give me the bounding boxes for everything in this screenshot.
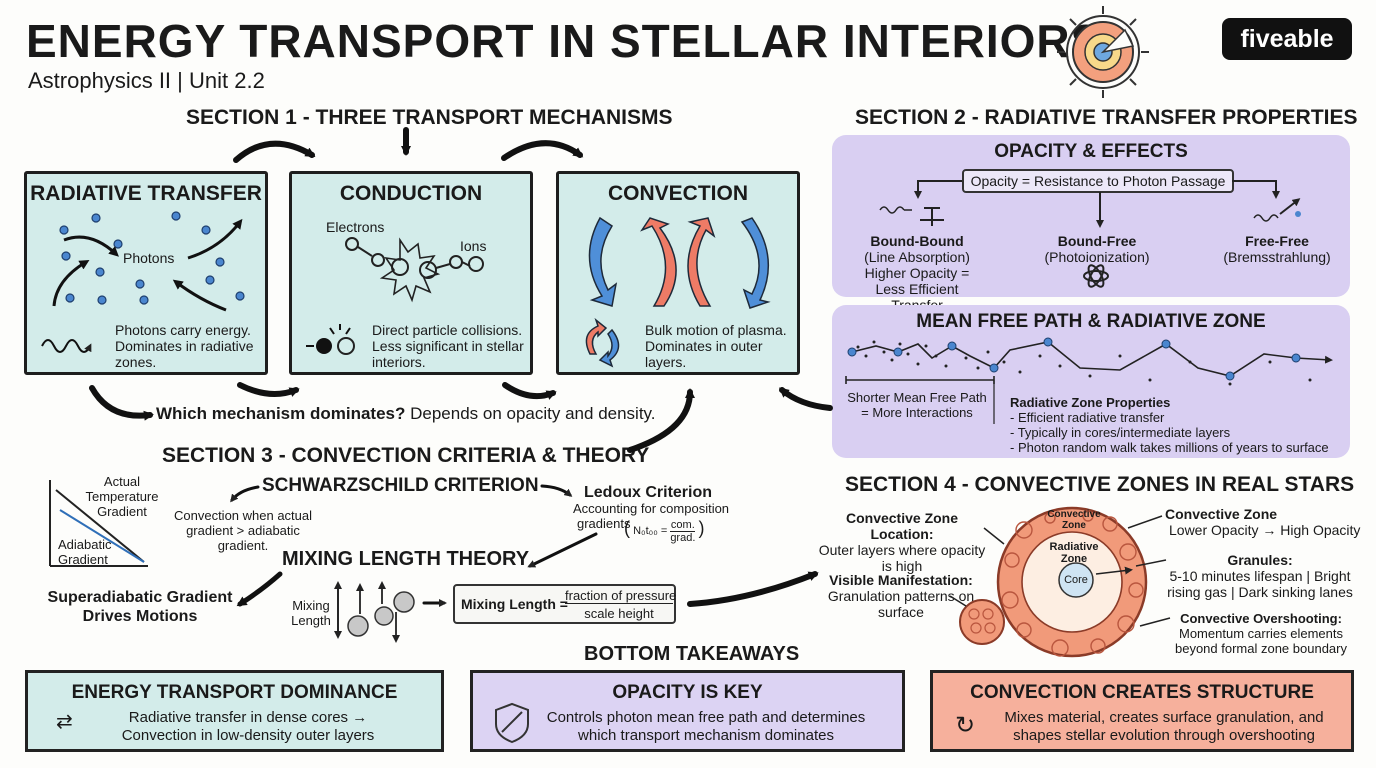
section3-heading: SECTION 3 - CONVECTION CRITERIA & THEORY (162, 444, 650, 467)
cz-right-title: Convective Zone (1165, 506, 1278, 522)
arrow-bottom-1 (237, 382, 300, 397)
tk2-line1: Controls photon mean free path and deter… (546, 709, 866, 726)
takeaway-energy-transport: ENERGY TRANSPORT DOMINANCE ⇄ Radiative t… (25, 670, 444, 752)
star-core-label: Core (1064, 574, 1088, 586)
granules-desc-2: rising gas | Dark sinking lanes (1167, 584, 1353, 600)
cz-lower-opacity: Lower Opacity (1169, 522, 1259, 538)
tk1-line2: Convection in low-density outer layers (121, 727, 375, 744)
mean-free-path-panel: MEAN FREE PATH & RADIATIVE ZONE Shorter … (832, 305, 1350, 458)
conduction-card: CONDUCTION Electrons Ions Direct particl… (289, 171, 533, 375)
shorter-mfp-2: = More Interactions (861, 405, 973, 420)
ledoux-criterion: Ledoux Criterion (584, 484, 713, 501)
radiative-transfer-card: RADIATIVE TRANSFER Photons Photons carry… (24, 171, 268, 375)
tk1-line1: Radiative transfer in dense cores → (128, 709, 368, 726)
tk1-title: ENERGY TRANSPORT DOMINANCE (71, 682, 398, 703)
section1-heading: SECTION 1 - THREE TRANSPORT MECHANISMS (186, 106, 673, 129)
ledoux-desc-2: gradients (577, 516, 631, 531)
bound-bound-sub: (Line Absorption) (864, 249, 970, 265)
opacity-definition: Opacity = Resistance to Photon Passage (962, 169, 1234, 193)
mixing-length-theory: MIXING LENGTH THEORY (282, 548, 530, 570)
mixing-length-label: Mixing Length (291, 598, 331, 628)
overshooting-desc-2: beyond formal zone boundary (1174, 641, 1347, 656)
arrow-question (89, 385, 154, 421)
graph-adiabatic-label: Adiabatic Gradient (58, 537, 112, 567)
shuffle-icon: ⇄ (56, 711, 73, 733)
convection-title: CONVECTION (607, 182, 748, 205)
mfp-title: MEAN FREE PATH & RADIATIVE ZONE (916, 311, 1266, 332)
tk2-line2: which transport mechanism dominates (578, 727, 834, 744)
shorter-mfp-1: Shorter Mean Free Path (847, 390, 987, 405)
granules-desc-1: 5-10 minutes lifespan | Bright (1169, 568, 1351, 584)
visible-desc: Granulation patterns on surface (827, 588, 975, 620)
arrow-mfp-to-conv (778, 387, 833, 411)
rz-prop-2: - Typically in cores/intermediate layers (1010, 425, 1231, 440)
bound-bound-title: Bound-Bound (870, 233, 964, 249)
arrow-mlt-to-sec4 (687, 571, 819, 607)
bb-note-1: Higher Opacity = (864, 265, 970, 281)
overshooting-desc-1: Momentum carries elements (1179, 626, 1343, 641)
conduction-title: CONDUCTION (339, 182, 483, 205)
mechanism-question: Which mechanism dominates? Depends on op… (156, 404, 656, 423)
granules-title: Granules: (1227, 552, 1293, 568)
takeaway-opacity: OPACITY IS KEY Controls photon mean free… (470, 670, 905, 752)
star-ring-label: Convective Zone (1047, 509, 1101, 531)
superadiabatic-2: Drives Motions (82, 608, 198, 625)
conduction-desc: Direct particle collisions. Less signifi… (372, 322, 524, 370)
arrow-bottom-2 (502, 382, 557, 400)
tk3-title: CONVECTION CREATES STRUCTURE (970, 682, 1314, 703)
free-free-title: Free-Free (1245, 233, 1309, 249)
rz-props-title: Radiative Zone Properties (1010, 395, 1171, 410)
mixing-length-formula: Mixing Length = fraction of pressure sca… (453, 584, 676, 624)
cz-high-opacity: High Opacity (1280, 522, 1361, 538)
convection-when-text: Convection when actual gradient > adiaba… (173, 508, 313, 553)
convection-desc: Bulk motion of plasma. Dominates in oute… (645, 322, 787, 370)
rz-prop-3: - Photon random walk takes millions of y… (1010, 440, 1329, 455)
takeaway-convection: CONVECTION CREATES STRUCTURE ↻ Mixes mat… (930, 670, 1354, 752)
visible-title: Visible Manifestation: (829, 572, 973, 588)
section2-heading: SECTION 2 - RADIATIVE TRANSFER PROPERTIE… (855, 106, 1358, 129)
schwarzschild-criterion: SCHWARZSCHILD CRITERION (262, 475, 539, 496)
free-free-sub: (Bremsstrahlung) (1223, 249, 1331, 265)
ledoux-desc-1: Accounting for composition (572, 501, 730, 516)
ledoux-formula: ( N₀t₀₀ = com. grad. ) (624, 518, 705, 544)
radiative-title: RADIATIVE TRANSFER (30, 182, 262, 205)
cz-location-desc: Outer layers where opacity is high (818, 542, 986, 574)
overshooting-title: Convective Overshooting: (1180, 611, 1342, 626)
tk3-line1: Mixes material, creates surface granulat… (1004, 709, 1324, 726)
opacity-panel: OPACITY & EFFECTS Opacity = Resistance t… (832, 135, 1350, 313)
opacity-title: OPACITY & EFFECTS (994, 141, 1188, 162)
bound-free-title: Bound-Free (1057, 233, 1137, 249)
superadiabatic-1: Superadiabatic Gradient (47, 589, 233, 606)
page-subtitle: Astrophysics II | Unit 2.2 (28, 68, 265, 93)
arrow-rad-to-cond (233, 140, 316, 163)
cz-location-title: Convective Zone Location: (845, 510, 959, 542)
convection-card: CONVECTION Bulk motion of plasma. Domina… (556, 171, 800, 375)
section4-heading: SECTION 4 - CONVECTIVE ZONES IN REAL STA… (845, 473, 1355, 496)
star-radiative-label: Radiative Zone (1049, 541, 1099, 565)
arrow-cond-to-conv (501, 140, 584, 161)
fiveable-logo[interactable]: fiveable (1222, 18, 1352, 60)
spiral-icon: ↻ (955, 712, 976, 739)
rz-prop-1: - Efficient radiative transfer (1010, 410, 1165, 425)
tk2-title: OPACITY IS KEY (612, 682, 763, 703)
tk3-line2: shapes stellar evolution through oversho… (1013, 727, 1315, 744)
electrons-label: Electrons (326, 219, 385, 235)
bound-free-sub: (Photoionization) (1044, 249, 1150, 265)
page-title: ENERGY TRANSPORT IN STELLAR INTERIORS (26, 15, 1103, 67)
photons-label: Photons (123, 250, 175, 266)
graph-actual-label: Actual Temperature Gradient (85, 474, 159, 519)
ions-label: Ions (460, 238, 487, 254)
opacity-arrow-icon: → (1262, 522, 1277, 538)
takeaways-heading: BOTTOM TAKEAWAYS (584, 643, 800, 665)
radiative-desc: Photons carry energy. Dominates in radia… (115, 322, 254, 370)
